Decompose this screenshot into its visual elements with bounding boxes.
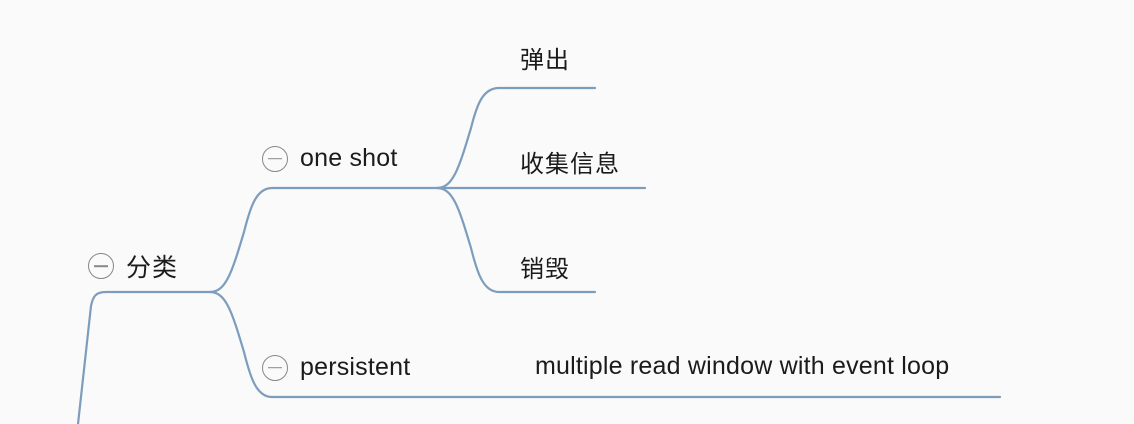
edge-root-to-oneshot [208, 186, 439, 294]
node-destroy-label: 销毁 [520, 256, 570, 283]
node-one-shot-label: one shot [300, 144, 398, 172]
minus-circle-icon[interactable] [88, 253, 114, 279]
node-persistent[interactable]: persistent [262, 353, 410, 382]
node-destroy[interactable]: 销毁 [520, 249, 570, 284]
node-multiple-read-window[interactable]: multiple read window with event loop [535, 352, 949, 381]
node-collect-info[interactable]: 收集信息 [520, 144, 620, 179]
minus-circle-icon[interactable] [262, 145, 288, 172]
edge-root-underline [76, 290, 212, 424]
node-root[interactable]: 分类 [88, 248, 178, 284]
node-collect-info-label: 收集信息 [520, 151, 620, 178]
node-multiple-read-window-label: multiple read window with event loop [535, 352, 950, 380]
node-persistent-label: persistent [300, 353, 411, 381]
node-root-label: 分类 [126, 254, 179, 282]
node-one-shot[interactable]: one shot [262, 144, 398, 173]
node-popup[interactable]: 弹出 [520, 40, 570, 75]
minus-circle-icon[interactable] [262, 354, 288, 381]
edge-oneshot-to-destroy [435, 186, 597, 294]
node-popup-label: 弹出 [520, 47, 570, 74]
